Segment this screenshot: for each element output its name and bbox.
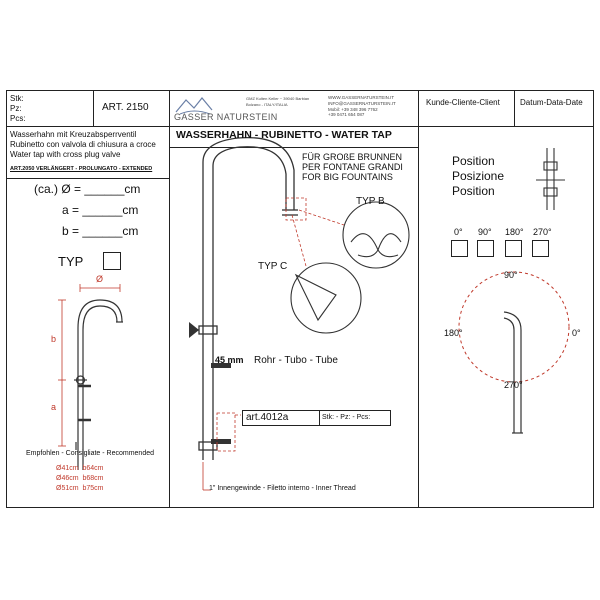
big-fountains-note: FÜR GROßE BRUNNEN PER FONTANE GRANDI FOR… — [302, 152, 403, 182]
recommended-diameter: Ø46cm — [56, 475, 79, 482]
detail-typ-b — [342, 201, 410, 269]
dial-label-0: 0° — [572, 328, 581, 338]
dial-label-90: 90° — [504, 270, 518, 280]
recommended-row: Ø51cm b75cm — [56, 484, 103, 494]
recommended-list: Ø41cm b64cm Ø46cm b68cm Ø51cm b75cm — [56, 464, 103, 494]
angle-checkbox-0[interactable] — [451, 240, 468, 257]
detail-typ-c — [290, 262, 362, 334]
address-line: GMZ Kulten Keller ~ 39040 Barbian — [246, 96, 310, 101]
position-en: Position — [452, 184, 495, 198]
note-en: FOR BIG FOUNTAINS — [302, 172, 393, 182]
position-valve-drawing — [536, 148, 565, 210]
company-logo: GASSER NATURSTEIN — [174, 94, 277, 122]
stk-label: Stk: — [10, 94, 24, 103]
typ-label: TYP — [58, 254, 84, 269]
mountain-logo-icon — [175, 97, 213, 115]
dial-tap — [503, 311, 523, 434]
position-de: Position — [452, 154, 495, 168]
angle-checkbox-180[interactable] — [505, 240, 522, 257]
diameter-field[interactable]: (ca.) Ø = ______cm — [34, 182, 141, 196]
recommended-b: b68cm — [82, 475, 104, 482]
outer-frame — [6, 90, 594, 508]
website-text: WWW.GASSERNATURSTEIN.IT — [328, 95, 395, 100]
pcs-label: Pcs: — [10, 114, 26, 123]
date-label: Datum-Data-Date — [520, 98, 583, 107]
position-heading: Position Posizione Position — [452, 154, 504, 199]
product-description: Wasserhahn mit Kreuzabsperrventil Rubine… — [10, 130, 168, 160]
typ-b-label: TYP B — [356, 196, 385, 207]
thread-note: 1" Innengewinde - Filetto interno - Inne… — [209, 485, 356, 492]
mobile-text: Mobil: +39 348 396 7762 — [328, 106, 378, 112]
extended-variant-label: ART.2050 VERLÄNGERT - PROLUNGATO - EXTEN… — [10, 166, 153, 172]
email-text: INFO@GASSERNATURSTEIN.IT — [328, 100, 396, 106]
recommended-row: Ø46cm b68cm — [56, 474, 103, 484]
recommended-row: Ø41cm b64cm — [56, 464, 103, 474]
position-it: Posizione — [452, 169, 505, 183]
client-label: Kunde-Cliente-Client — [426, 98, 500, 107]
dimension-b-label: b — [51, 334, 57, 344]
angle-label-270: 270° — [533, 227, 552, 237]
dial-label-270: 270° — [504, 380, 523, 390]
recommended-title: Empfohlen - Consigliate - Recommended — [26, 450, 155, 457]
typ-c-label: TYP C — [258, 261, 288, 272]
company-address: GMZ Kulten Keller ~ 39040 Barbian Bolzan… — [246, 96, 321, 108]
description-it: Rubinetto con valvola di chiusura a croc… — [10, 140, 156, 149]
sheet-title: WASSERHAHN - RUBINETTO - WATER TAP — [176, 129, 392, 141]
note-de: FÜR GROßE BRUNNEN — [302, 152, 403, 162]
note-it: PER FONTANE GRANDI — [302, 162, 403, 172]
product-sheet: Stk: Pz: Pcs: ART. 2150 GASSER NATURSTEI… — [6, 90, 594, 508]
recommended-b: b64cm — [82, 465, 104, 472]
a-field[interactable]: a = ______cm — [62, 203, 139, 217]
thread-leader — [202, 462, 211, 491]
angle-label-0: 0° — [454, 227, 463, 237]
b-field[interactable]: b = ______cm — [62, 224, 139, 238]
dimension-diameter-label: Ø — [96, 274, 104, 284]
phone-text: +39 0471 654 087 — [328, 112, 365, 118]
recommended-diameter: Ø51cm — [56, 485, 79, 492]
address-line: Bolzano - ITALY/ITALIA — [246, 102, 288, 107]
pz-label: Pz: — [10, 104, 22, 113]
main-tap-valve — [189, 322, 231, 444]
typ-checkbox[interactable] — [103, 252, 121, 270]
angle-checkbox-90[interactable] — [477, 240, 494, 257]
angle-checkbox-270[interactable] — [532, 240, 549, 257]
recommended-b: b75cm — [82, 485, 104, 492]
tube-label: Rohr - Tubo - Tube — [253, 355, 338, 366]
dimension-a-label: a — [51, 402, 57, 412]
small-tap-dimensions — [58, 284, 121, 447]
recommended-diameter: Ø41cm — [56, 465, 79, 472]
company-name: GASSER NATURSTEIN — [174, 112, 278, 122]
description-en: Water tap with cross plug valve — [10, 150, 121, 159]
tube-size: 45 mm — [215, 355, 244, 365]
tube-dimension: 45 mm Rohr - Tubo - Tube — [215, 350, 338, 368]
sheet-drawing — [6, 90, 594, 508]
angle-label-180: 180° — [505, 227, 524, 237]
description-de: Wasserhahn mit Kreuzabsperrventil — [10, 130, 137, 139]
angle-label-90: 90° — [478, 227, 492, 237]
accessory-qty-box[interactable]: Stk: - Pz: - Pcs: — [319, 410, 391, 426]
article-number: ART. 2150 — [102, 102, 149, 113]
dial-label-180: 180° — [444, 328, 463, 338]
company-contact: WWW.GASSERNATURSTEIN.IT INFO@GASSERNATUR… — [328, 95, 416, 118]
accessory-art-box: art.4012a — [242, 410, 321, 426]
detail-leaders — [216, 197, 345, 452]
small-tap-drawing — [74, 299, 123, 470]
